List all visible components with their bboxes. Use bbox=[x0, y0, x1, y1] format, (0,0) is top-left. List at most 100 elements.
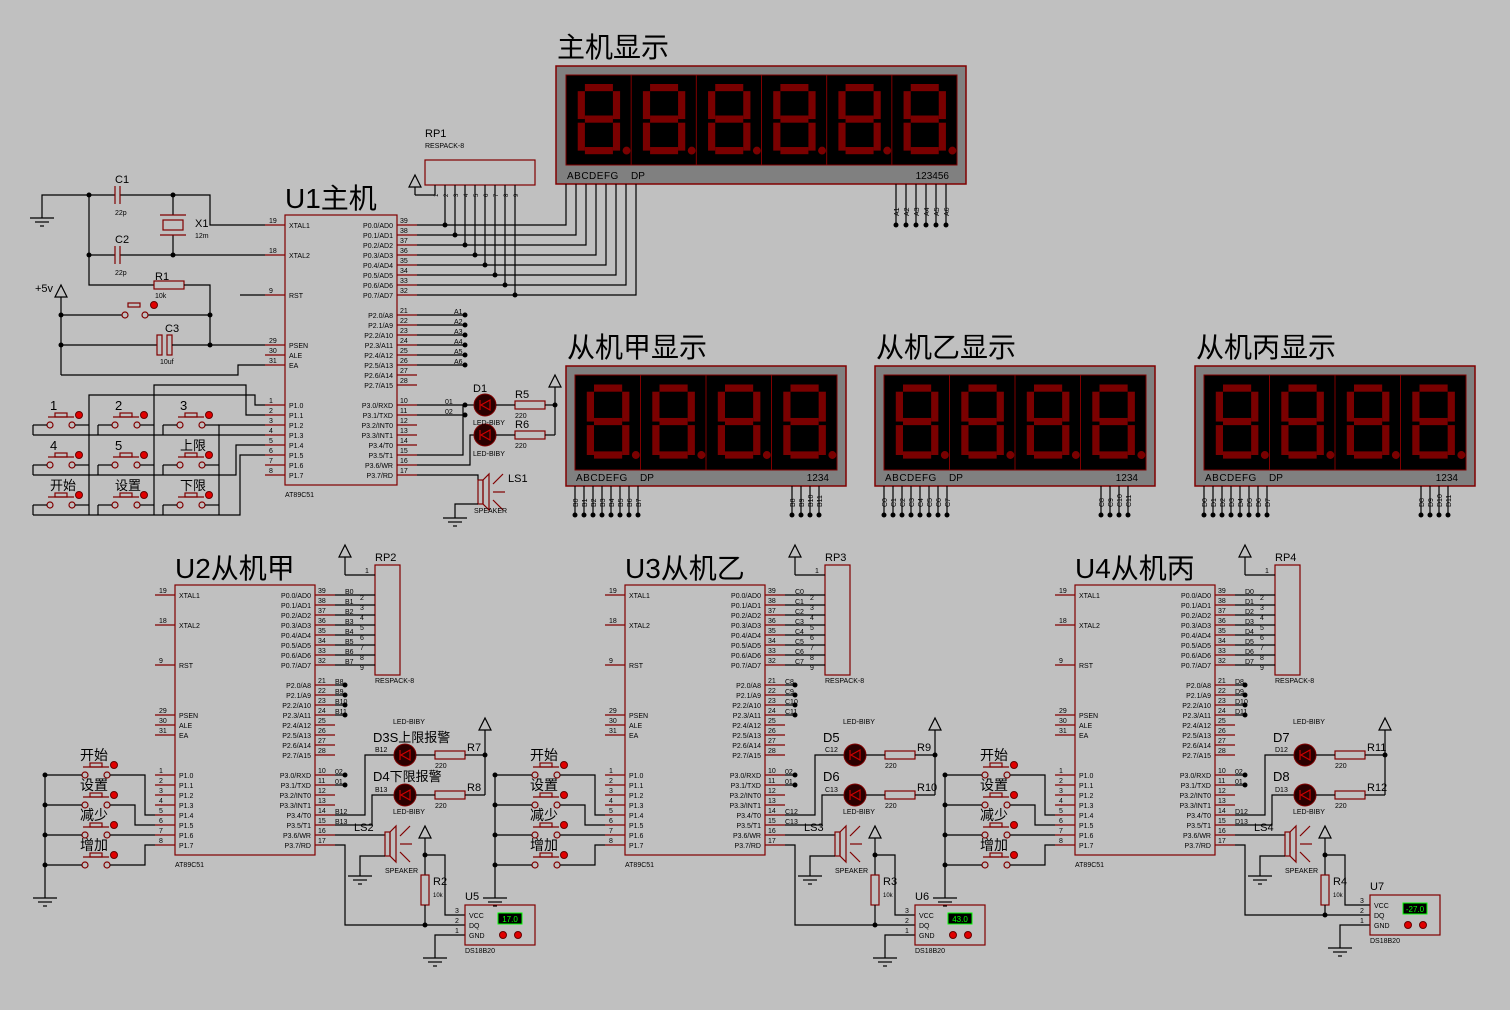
segment-d bbox=[1099, 451, 1128, 459]
button-actuator[interactable] bbox=[1010, 851, 1018, 859]
pushbutton-icon[interactable] bbox=[54, 492, 68, 498]
pushbutton-icon[interactable] bbox=[184, 412, 198, 418]
pushbutton-icon[interactable] bbox=[989, 822, 1003, 828]
button-actuator[interactable] bbox=[1010, 761, 1018, 769]
button-actuator[interactable] bbox=[140, 451, 148, 459]
pushbutton-icon[interactable] bbox=[989, 762, 1003, 768]
pin-number: 14 bbox=[400, 438, 408, 445]
button-actuator[interactable] bbox=[150, 301, 158, 309]
pushbutton-icon[interactable] bbox=[989, 852, 1003, 858]
button-contact[interactable] bbox=[46, 461, 54, 469]
pushbutton-icon[interactable] bbox=[89, 792, 103, 798]
button-contact[interactable] bbox=[121, 311, 129, 319]
button-contact[interactable] bbox=[68, 461, 76, 469]
pin-name: P1.4 bbox=[289, 443, 304, 450]
button-actuator[interactable] bbox=[110, 761, 118, 769]
sound-wave-icon bbox=[492, 499, 504, 511]
button-contact[interactable] bbox=[133, 421, 141, 429]
button-contact[interactable] bbox=[981, 861, 989, 869]
pushbutton-icon[interactable] bbox=[539, 792, 553, 798]
button-contact[interactable] bbox=[68, 421, 76, 429]
button-actuator[interactable] bbox=[75, 411, 83, 419]
button-actuator[interactable] bbox=[205, 451, 213, 459]
resistor-pack bbox=[1274, 564, 1301, 676]
pushbutton-icon[interactable] bbox=[119, 492, 133, 498]
button-actuator[interactable] bbox=[560, 851, 568, 859]
button-actuator[interactable] bbox=[560, 761, 568, 769]
pushbutton-icon[interactable] bbox=[539, 822, 553, 828]
button-contact[interactable] bbox=[198, 461, 206, 469]
segment-c bbox=[1316, 425, 1324, 455]
button-actuator[interactable] bbox=[560, 821, 568, 829]
button-actuator[interactable] bbox=[1010, 791, 1018, 799]
pushbutton-icon[interactable] bbox=[89, 852, 103, 858]
net-label: B3 bbox=[345, 619, 354, 626]
button-contact[interactable] bbox=[46, 421, 54, 429]
button-contact[interactable] bbox=[198, 501, 206, 509]
pin-name: P2.1/A9 bbox=[368, 323, 393, 330]
temp-increase-button[interactable] bbox=[964, 931, 972, 939]
button-contact[interactable] bbox=[46, 501, 54, 509]
button-contact[interactable] bbox=[111, 501, 119, 509]
pushbutton-icon[interactable] bbox=[539, 762, 553, 768]
button-contact[interactable] bbox=[133, 501, 141, 509]
button-actuator[interactable] bbox=[560, 791, 568, 799]
sensor-ref: U6 bbox=[915, 891, 929, 903]
reset-button-icon[interactable] bbox=[127, 302, 141, 308]
wire bbox=[110, 844, 155, 866]
button-contact[interactable] bbox=[68, 501, 76, 509]
sound-wave-icon bbox=[492, 473, 504, 485]
pushbutton-icon[interactable] bbox=[184, 452, 198, 458]
pushbutton-icon[interactable] bbox=[89, 822, 103, 828]
button-actuator[interactable] bbox=[205, 491, 213, 499]
button-actuator[interactable] bbox=[1010, 821, 1018, 829]
temp-decrease-button[interactable] bbox=[949, 931, 957, 939]
r5-value: 220 bbox=[515, 413, 527, 420]
pushbutton-icon[interactable] bbox=[539, 852, 553, 858]
pin-name: P2.2/A10 bbox=[364, 333, 393, 340]
button-contact[interactable] bbox=[176, 421, 184, 429]
button-contact[interactable] bbox=[81, 861, 89, 869]
button-actuator[interactable] bbox=[75, 491, 83, 499]
button-actuator[interactable] bbox=[110, 791, 118, 799]
button-contact[interactable] bbox=[111, 421, 119, 429]
button-actuator[interactable] bbox=[75, 451, 83, 459]
button-actuator[interactable] bbox=[110, 851, 118, 859]
pushbutton-icon[interactable] bbox=[989, 792, 1003, 798]
button-contact[interactable] bbox=[198, 421, 206, 429]
resistor-pack bbox=[374, 564, 401, 676]
button-actuator[interactable] bbox=[140, 411, 148, 419]
pin-name: EA bbox=[289, 363, 299, 370]
junction-dot bbox=[1125, 512, 1131, 518]
button-contact[interactable] bbox=[553, 861, 561, 869]
segment-c bbox=[753, 425, 761, 455]
temp-decrease-button[interactable] bbox=[1404, 921, 1412, 929]
temp-increase-button[interactable] bbox=[1419, 921, 1427, 929]
pushbutton-icon[interactable] bbox=[119, 452, 133, 458]
button-contact[interactable] bbox=[531, 861, 539, 869]
pushbutton-icon[interactable] bbox=[89, 762, 103, 768]
button-contact[interactable] bbox=[176, 501, 184, 509]
power-terminal-icon bbox=[1318, 824, 1332, 839]
temp-decrease-button[interactable] bbox=[499, 931, 507, 939]
power-terminal-icon bbox=[928, 716, 942, 731]
pushbutton-icon[interactable] bbox=[184, 492, 198, 498]
button-actuator[interactable] bbox=[110, 821, 118, 829]
speaker-icon bbox=[1284, 831, 1291, 857]
button-actuator[interactable] bbox=[205, 411, 213, 419]
button-contact[interactable] bbox=[133, 461, 141, 469]
ds18b20-sensor[interactable] bbox=[464, 904, 536, 946]
temp-increase-button[interactable] bbox=[514, 931, 522, 939]
pin-number: 17 bbox=[768, 838, 776, 845]
pushbutton-icon[interactable] bbox=[119, 412, 133, 418]
button-contact[interactable] bbox=[103, 861, 111, 869]
button-contact[interactable] bbox=[141, 311, 149, 319]
pushbutton-icon[interactable] bbox=[54, 412, 68, 418]
pushbutton-icon[interactable] bbox=[54, 452, 68, 458]
button-contact[interactable] bbox=[176, 461, 184, 469]
button-contact[interactable] bbox=[1003, 861, 1011, 869]
button-actuator[interactable] bbox=[140, 491, 148, 499]
ds18b20-sensor[interactable] bbox=[914, 904, 986, 946]
ds18b20-sensor[interactable] bbox=[1369, 894, 1441, 936]
button-contact[interactable] bbox=[111, 461, 119, 469]
